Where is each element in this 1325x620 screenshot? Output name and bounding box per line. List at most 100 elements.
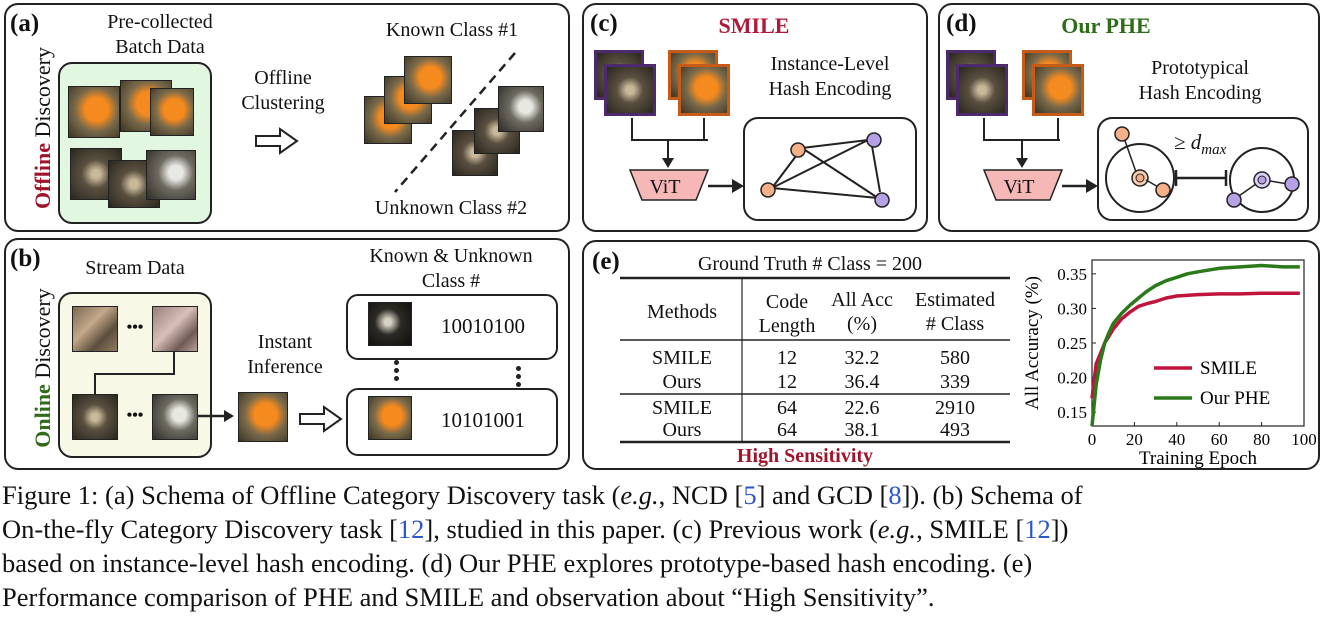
code-box-2	[346, 388, 558, 456]
row4-code: 64	[777, 419, 797, 441]
c-vit-label: ViT	[649, 176, 681, 198]
code-img-1	[368, 302, 412, 346]
caption-line-4: Performance comparison of PHE and SMILE …	[2, 582, 935, 612]
stream-img-2	[152, 306, 198, 352]
known-class-label: Known Class #1	[385, 19, 519, 41]
y-axis-label: All Accuracy (%)	[1022, 276, 1043, 410]
d-img-front-orange	[1032, 64, 1084, 116]
known-unknown-label-2: Class #	[421, 270, 481, 292]
plot-frame	[1091, 259, 1305, 427]
th-allacc: All Acc	[831, 289, 893, 311]
panel-e-label: (e)	[592, 248, 620, 275]
panel-d-label: (d)	[946, 10, 977, 37]
th-estimated: Estimated	[915, 289, 995, 311]
instant-label-1: Instant	[257, 331, 313, 353]
stream-arrow	[198, 410, 234, 422]
y-tick-label-4: 0.35	[1057, 265, 1087, 284]
discovery-word-b: Discovery	[30, 288, 55, 385]
y-tick-label-1: 0.20	[1057, 369, 1087, 388]
y-tick-label-2: 0.25	[1057, 334, 1087, 353]
caption-line-1: Figure 1: (a) Schema of Offline Category…	[2, 480, 1083, 510]
d-img-front-purple	[956, 64, 1008, 116]
th-length: Length	[758, 315, 816, 337]
instance-level-1: Instance-Level	[770, 53, 890, 75]
row3-method: SMILE	[652, 397, 712, 419]
table-rules	[620, 276, 1010, 444]
unknown-class-label: Unknown Class #2	[374, 197, 528, 219]
row1-code: 12	[777, 347, 797, 369]
x-tick-label-3: 60	[1211, 430, 1228, 449]
prototypical-2: Hash Encoding	[1138, 82, 1262, 104]
figure-caption: Figure 1: (a) Schema of Offline Category…	[2, 478, 1322, 614]
stream-img-3	[72, 394, 118, 440]
hash-code-2: 10101001	[441, 408, 525, 432]
dmax-sub: max	[1201, 142, 1227, 159]
code-box-1	[346, 294, 558, 360]
panel-c-label: (c)	[590, 10, 618, 37]
smile-title: SMILE	[718, 13, 790, 38]
hollow-arrow-b	[299, 405, 343, 433]
batch-title-1: Pre-collected	[107, 11, 213, 33]
code-img-2	[368, 396, 412, 440]
stream-dots-1: •••	[126, 319, 144, 336]
series-line-smile	[1090, 291, 1300, 399]
discovery-word: Discovery	[30, 47, 55, 143]
cluster2-img-3	[498, 86, 544, 132]
row1-est: 580	[940, 347, 970, 369]
panel-b-label: (b)	[10, 245, 41, 272]
offline-side-label: Offline Discovery	[30, 33, 56, 223]
row2-est: 339	[940, 371, 970, 393]
th-class: # Class	[925, 313, 985, 335]
x-tick-label-4: 80	[1253, 430, 1270, 449]
x-tick-label-2: 40	[1168, 430, 1185, 449]
hollow-arrow-a	[255, 127, 299, 155]
y-tick-label-0: 0.15	[1057, 403, 1087, 422]
x-tick-label-0: 0	[1088, 430, 1097, 449]
batch-img-6	[146, 150, 196, 200]
caption-line-2: On-the-fly Category Discovery task [12],…	[2, 514, 1069, 544]
row2-method: Ours	[662, 371, 702, 393]
instance-level-2: Hash Encoding	[768, 78, 892, 100]
dmax-geq: ≥ d	[1174, 130, 1202, 154]
legend-label-0: SMILE	[1200, 358, 1257, 379]
instant-label-2: Inference	[247, 356, 323, 378]
x-tick-label-5: 100	[1291, 430, 1316, 449]
offline-clustering-2: Clustering	[241, 92, 325, 114]
high-sensitivity-label: High Sensitivity	[736, 445, 874, 467]
row3-est: 2910	[935, 397, 975, 419]
row2-acc: 36.4	[844, 371, 880, 393]
offline-word: Offline	[30, 142, 55, 209]
stream-data-label: Stream Data	[85, 257, 185, 279]
vdots-left	[394, 360, 400, 381]
c-img-front-purple	[604, 64, 656, 116]
dmax-label: ≥ dmax	[1174, 130, 1226, 159]
th-code: Code	[765, 291, 809, 313]
stream-img-4	[152, 394, 198, 440]
x-axis-label: Training Epoch	[1139, 448, 1258, 468]
stream-connector	[94, 352, 175, 394]
row1-acc: 32.2	[844, 347, 880, 369]
row4-method: Ours	[662, 419, 702, 441]
panel-a-label: (a)	[10, 10, 40, 37]
th-methods: Methods	[647, 301, 717, 323]
hash-code-1: 10010100	[441, 314, 525, 338]
known-unknown-label-1: Known & Unknown	[369, 245, 533, 267]
query-img	[238, 392, 288, 442]
cluster-divider	[394, 52, 516, 193]
row4-est: 493	[940, 419, 970, 441]
online-word: Online	[30, 384, 55, 448]
row1-method: SMILE	[652, 347, 712, 369]
row3-acc: 22.6	[844, 397, 880, 419]
th-pct: (%)	[847, 313, 877, 335]
phe-title: Our PHE	[1061, 13, 1151, 38]
caption-line-3: based on instance-level hash encoding. (…	[2, 548, 1033, 578]
legend-label-1: Our PHE	[1200, 388, 1270, 409]
d-vit-diagram	[982, 117, 1309, 221]
c-img-front-orange	[678, 64, 730, 116]
c-vit-diagram	[628, 117, 917, 221]
cluster1-img-3	[404, 56, 452, 104]
online-side-label: Online Discovery	[30, 273, 56, 463]
offline-clustering-1: Offline	[254, 67, 312, 89]
d-vit-label: ViT	[1003, 176, 1035, 198]
